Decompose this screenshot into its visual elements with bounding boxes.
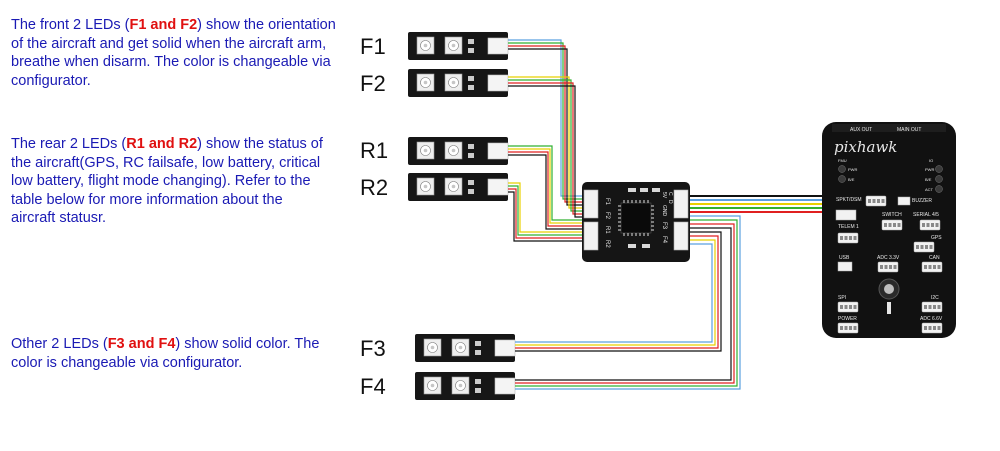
controller-pin-label: F2 xyxy=(604,212,610,220)
label-r1: R1 xyxy=(360,138,389,163)
port-label-power: POWER xyxy=(838,316,857,322)
port-label-serial: SERIAL 4/5 xyxy=(913,212,939,218)
led-label: IO xyxy=(929,158,933,163)
controller-pin-label: GND xyxy=(661,205,667,217)
port-can-connector xyxy=(921,261,943,273)
other-desc-pre: Other 2 LEDs ( xyxy=(11,336,108,352)
rear-desc-pre: The rear 2 LEDs ( xyxy=(11,136,127,152)
rear-desc-post: ) show the status of the aircraft(GPS, R… xyxy=(11,136,323,227)
label-f2: F2 xyxy=(360,71,386,96)
led-controller-board: F1 F2 R1 R2 F3 F4 5V C D GND xyxy=(582,182,690,262)
led-strip-r2 xyxy=(407,172,509,202)
led-strip-f4 xyxy=(414,371,516,401)
main-out-label: MAIN OUT xyxy=(897,127,921,133)
wires-f3 xyxy=(515,231,722,352)
port-label-adc66: ADC 6.6V xyxy=(920,316,943,322)
controller-pin-label: F4 xyxy=(661,236,667,244)
other-desc-post: ) show solid color. The color is changea… xyxy=(11,336,320,371)
led-strip-f3 xyxy=(414,333,516,363)
controller-pin-label: F3 xyxy=(661,222,667,230)
pixhawk-flight-controller: AUX OUT MAIN OUT pixhawk FMU PWR B/E IO … xyxy=(822,122,956,338)
led-label: PWR xyxy=(848,167,857,172)
controller-pin-label: R1 xyxy=(604,226,610,234)
led-label: B/E xyxy=(925,177,932,182)
port-label-spkt: SPKT/DSM xyxy=(836,197,862,203)
port-label-adc33: ADC 3.3V xyxy=(877,255,900,261)
other-desc-highlight: F3 and F4 xyxy=(107,336,176,352)
rear-desc-highlight: R1 and R2 xyxy=(126,136,198,152)
wires-r2 xyxy=(508,182,583,242)
port-spi-connector xyxy=(837,301,859,313)
port-label-can: CAN xyxy=(929,255,940,261)
port-label-buzzer: BUZZER xyxy=(912,198,932,204)
wires-f2 xyxy=(508,76,583,218)
aux-out-label: AUX OUT xyxy=(850,127,872,133)
controller-chip xyxy=(620,202,652,234)
label-f4: F4 xyxy=(360,374,386,399)
port-label-spi: SPI xyxy=(838,295,846,301)
led-strip-f1 xyxy=(407,31,509,61)
port-adc33-connector xyxy=(877,261,899,273)
status-leds: FMU PWR B/E IO PWR B/E ACT xyxy=(838,158,943,193)
port-label-telem: TELEM 1 xyxy=(838,224,859,230)
led-strip-r1 xyxy=(407,136,509,166)
wires-to-pixhawk xyxy=(690,195,843,218)
controller-pin-label: D xyxy=(667,200,673,204)
port-telem-connector xyxy=(837,232,859,244)
controller-pin-label: F1 xyxy=(604,198,610,206)
port-label-i2c: I2C xyxy=(931,295,939,301)
rear-leds-description: The rear 2 LEDs (R1 and R2) show the sta… xyxy=(11,135,329,228)
front-desc-highlight: F1 and F2 xyxy=(129,17,198,33)
led-label: B/E xyxy=(848,177,855,182)
port-usb-connector xyxy=(837,261,853,272)
port-buzzer-connector xyxy=(897,196,911,206)
controller-pin-label: C xyxy=(667,192,673,196)
other-leds-description: Other 2 LEDs (F3 and F4) show solid colo… xyxy=(11,335,331,372)
port-label-gps: GPS xyxy=(931,235,942,241)
port-adc66-connector xyxy=(921,322,943,334)
port-serial-connector xyxy=(919,219,941,231)
port-label-switch: SWITCH xyxy=(882,212,902,218)
port-dsm-connector xyxy=(835,209,857,221)
port-spkt-connector xyxy=(865,195,887,207)
front-leds-description: The front 2 LEDs (F1 and F2) show the or… xyxy=(11,16,341,90)
wires-f4 xyxy=(515,215,741,390)
led-strip-f2 xyxy=(407,68,509,98)
port-switch-connector xyxy=(881,219,903,231)
port-power-connector xyxy=(837,322,859,334)
led-label: FMU xyxy=(838,158,847,163)
pixhawk-logo: pixhawk xyxy=(834,138,897,156)
front-desc-pre: The front 2 LEDs ( xyxy=(11,17,130,33)
controller-pin-label: 5V xyxy=(661,192,667,199)
led-label: PWR xyxy=(925,167,934,172)
port-label-usb: USB xyxy=(839,255,850,261)
led-label: ACT xyxy=(925,187,934,192)
wires-r1 xyxy=(508,145,583,230)
port-i2c-connector xyxy=(921,301,943,313)
label-r2: R2 xyxy=(360,175,389,200)
front-desc-post: ) show the orientation of the aircraft a… xyxy=(11,17,336,89)
label-f1: F1 xyxy=(360,34,386,59)
label-f3: F3 xyxy=(360,336,386,361)
controller-pin-label: R2 xyxy=(604,240,610,248)
port-gps-connector xyxy=(913,241,935,253)
